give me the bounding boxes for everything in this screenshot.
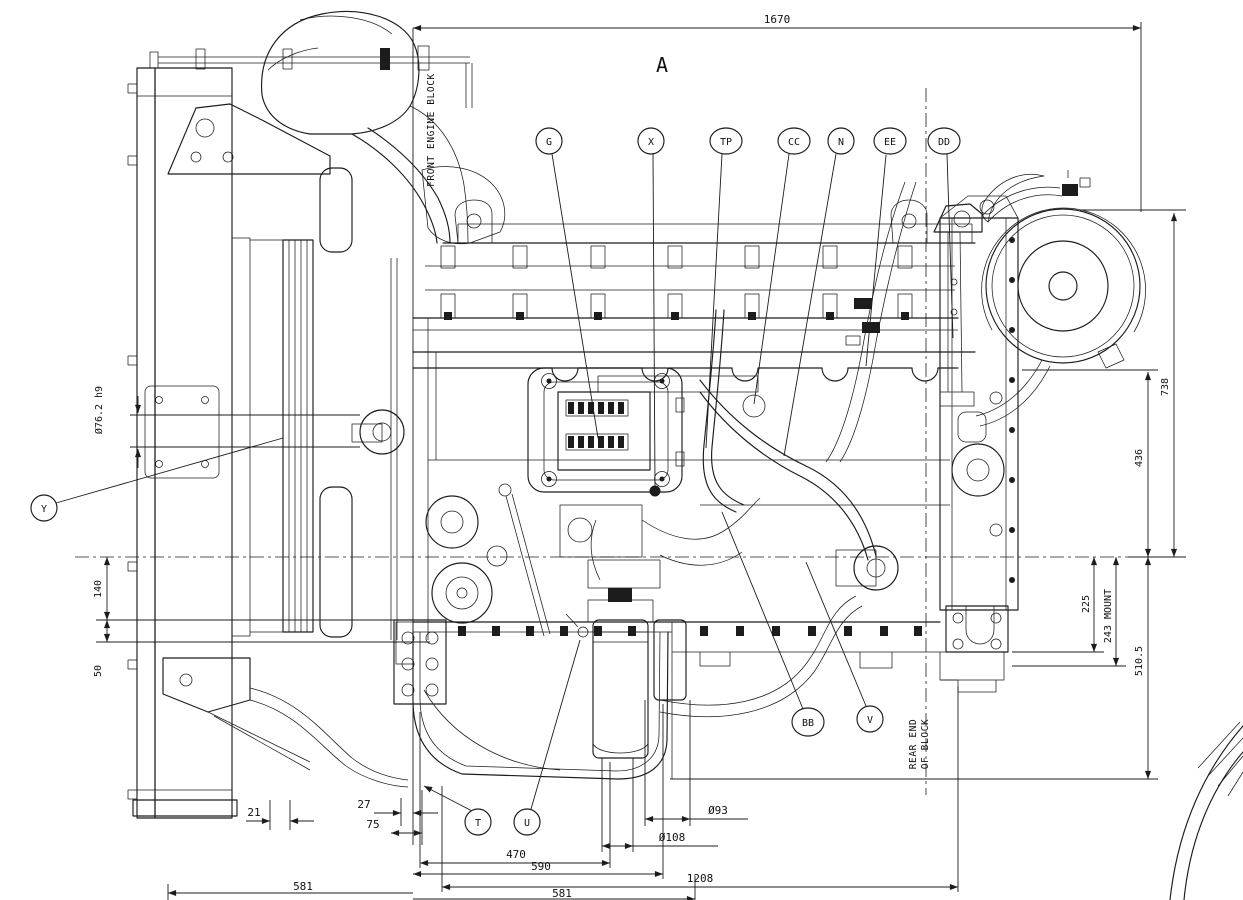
dim-bottom-590: 590 [531,860,551,873]
lower-bracket [162,657,311,771]
lower-fuel-pipe [659,595,863,718]
leader-lines [55,153,954,812]
injection-pump [559,504,643,558]
engine-block-group [425,181,950,718]
air-cleaner-bracket [933,203,983,407]
dim-bottom-75: 75 [366,818,379,831]
lifting-eye-rear [890,199,928,244]
starter-motor [835,545,899,591]
dim-bottom-470: 470 [506,848,526,861]
rear-end-label-line2: OF BLOCK [920,719,931,770]
balloon-x: X [637,127,665,155]
dim-bottom-581-right: 581 [552,887,572,900]
balloon-cc: CC [777,127,811,155]
balloon-v: V [856,705,884,733]
dim-rear-mount: 243 MOUNT [1103,589,1114,643]
fan-shroud-core [250,239,314,633]
balloon-ee: EE [873,127,907,155]
dim-bottom-581-left: 581 [293,880,313,893]
dim-rear-225: 225 [1081,595,1092,613]
cover-clamps [440,245,913,320]
pipe-clamp [380,48,390,70]
balloon-n: N [827,127,855,155]
balloon-dd: DD [927,127,961,155]
balloon-tp: TP [709,127,743,155]
expansion-tank [261,11,420,135]
ecu-bolts [541,373,670,487]
svg-text:Y: Y [41,504,47,515]
lifting-eye-front [454,199,493,244]
dim-bottom-21: 21 [247,806,260,819]
svg-text:G: G [546,137,552,148]
upper-hoses [351,105,506,245]
centerlines [75,88,1160,795]
top-piping-group [149,11,506,245]
svg-text:V: V [867,715,873,726]
dim-pipe-108: Ø108 [659,831,686,844]
view-label: A [656,53,668,77]
sensor-dot [649,485,661,497]
dim-overall-length: 1670 [764,13,791,26]
dim-below-centerline: 510.5 [1134,646,1145,676]
dim-pipe-93: Ø93 [708,804,728,817]
ecu-group [527,367,685,497]
balloon-u: U [513,808,541,836]
dim-fan-hub-bore: Ø76.2 h9 [93,386,105,434]
annotation-layer: A FRONT ENGINE BLOCK REAR END OF BLOCK [426,53,931,769]
dim-bottom-1208: 1208 [687,872,714,885]
svg-text:EE: EE [884,137,896,148]
svg-text:T: T [475,818,481,829]
svg-text:U: U [524,818,530,829]
radiator-group [127,67,409,819]
balloon-bb: BB [791,707,825,737]
mid-s-pipe [702,309,745,513]
svg-text:N: N [838,137,844,148]
dim-front-140: 140 [93,580,104,598]
valve-cover-group [412,199,976,393]
dipstick [498,483,551,637]
fan-group [319,167,405,640]
housing-bolts [1009,237,1015,583]
front-engine-block-label: FRONT ENGINE BLOCK [426,73,437,187]
dim-front-50: 50 [93,665,104,677]
cc-target-port [742,394,766,418]
svg-text:TP: TP [720,137,732,148]
balloon-y: Y [30,494,58,522]
upper-bracket [167,103,331,175]
balloon-layer: G X TP CC N EE DD Y BB V T U [30,127,961,836]
alternator-pulley [425,495,479,549]
oil-pan-group [393,619,941,780]
svg-text:X: X [648,137,654,148]
flywheel-housing-group [939,195,1019,693]
dim-bottom-27: 27 [357,798,370,811]
ecu-connector-row-bottom [565,433,629,451]
charge-air-hose [699,379,877,561]
rear-mount-bracket [945,605,1009,653]
fuel-filter-group [565,519,687,759]
radiator-mount-tabs [127,83,138,800]
dim-height-air-cleaner: 738 [1160,378,1171,396]
svg-text:CC: CC [788,137,800,148]
svg-text:BB: BB [802,718,814,729]
adjacent-view-corner [1169,721,1243,900]
rail-bolts [458,626,922,636]
rear-end-label-line1: REAR END [908,719,919,770]
radiator-access-plate [144,385,220,479]
balloon-g: G [535,127,563,155]
dim-height-436: 436 [1134,449,1145,467]
wiring-harness [825,181,917,463]
crank-pulley [431,562,493,624]
lower-hose [249,687,409,788]
balloon-t: T [464,808,492,836]
dimension-layer: 1670 738 436 225 243 MOUNT 510.5 Ø76.2 h… [93,13,1186,900]
air-cleaner-group [933,170,1146,427]
ecu-connector-row-top [565,399,629,417]
inlet-scoop [981,170,1091,223]
ball-fitting [565,613,589,638]
svg-text:DD: DD [938,137,950,148]
